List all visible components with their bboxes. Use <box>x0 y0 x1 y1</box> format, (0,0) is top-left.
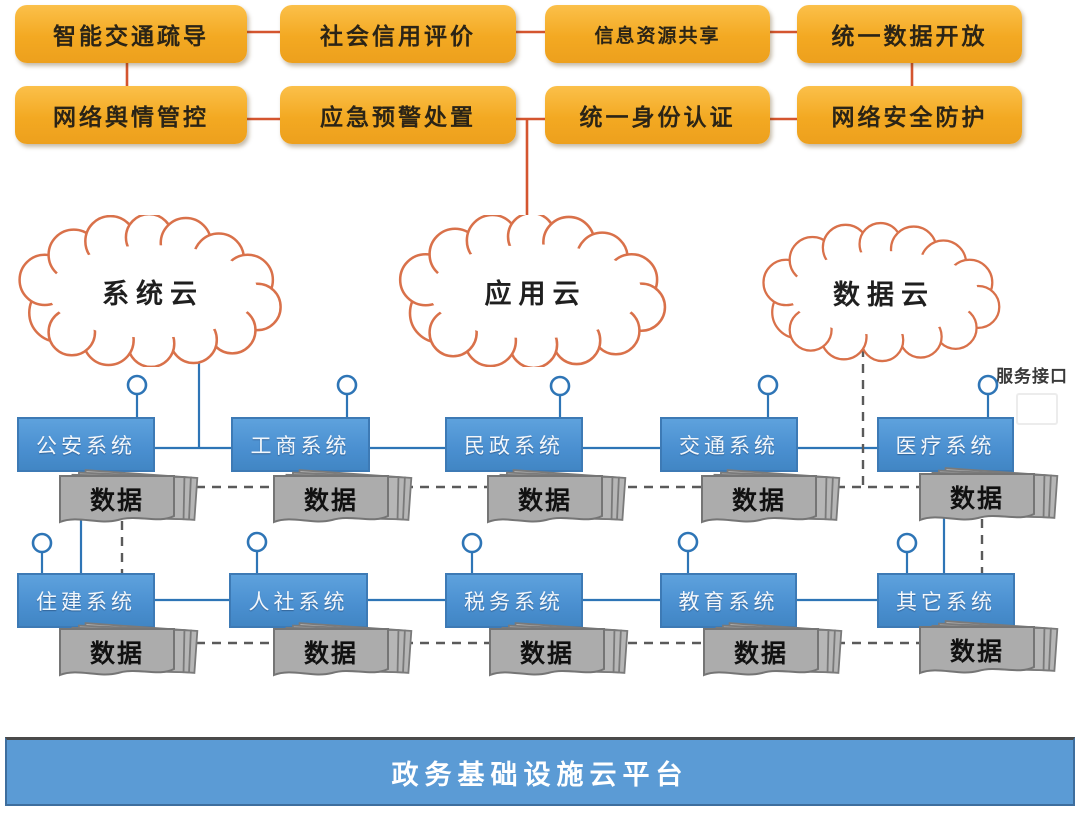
system-label: 住建系统 <box>36 589 136 614</box>
box-label: 统一身份认证 <box>579 105 736 130</box>
interface-lollipop <box>246 531 268 553</box>
box-label: 社会信用评价 <box>320 24 476 49</box>
box-network-opinion: 网络舆情管控 <box>15 86 247 144</box>
system-label: 医疗系统 <box>895 433 996 458</box>
system-label: 人社系统 <box>248 589 349 614</box>
interface-lollipop <box>461 532 483 554</box>
system-box-hr-social: 人社系统 <box>229 573 368 628</box>
data-stack-label: 数据 <box>304 640 358 668</box>
interface-lollipop <box>549 375 571 397</box>
data-stack-label: 数据 <box>520 640 574 668</box>
data-stack-label: 数据 <box>518 487 572 515</box>
data-stack-label: 数据 <box>90 487 144 515</box>
data-stack: 数据 <box>488 621 638 683</box>
system-label: 教育系统 <box>678 589 779 614</box>
box-intelligent-traffic: 智能交通疏导 <box>15 5 247 63</box>
cloud-shape <box>18 215 282 367</box>
data-stack: 数据 <box>702 621 852 683</box>
data-stack: 数据 <box>918 466 1068 528</box>
interface-lollipop <box>31 532 53 554</box>
data-stack: 数据 <box>486 468 636 530</box>
data-stack-label: 数据 <box>304 487 358 515</box>
box-label: 统一数据开放 <box>831 24 988 49</box>
system-label: 税务系统 <box>464 589 564 614</box>
data-stack-label: 数据 <box>732 487 786 515</box>
cloud-shape <box>398 215 667 367</box>
box-identity-auth: 统一身份认证 <box>545 86 770 144</box>
cloud-label-data: 数据云 <box>833 280 935 310</box>
box-emergency-warning: 应急预警处置 <box>280 86 516 144</box>
cloud-label-system: 系统云 <box>102 278 204 309</box>
box-label: 网络安全防护 <box>831 105 988 130</box>
system-box-civil: 民政系统 <box>445 417 583 472</box>
cloud-label-application: 应用云 <box>484 278 587 309</box>
system-label: 其它系统 <box>896 589 996 614</box>
interface-lollipop <box>896 532 918 554</box>
data-stack: 数据 <box>918 619 1068 681</box>
interface-lollipop <box>757 374 779 396</box>
system-box-medical: 医疗系统 <box>877 417 1014 472</box>
system-box-transport: 交通系统 <box>660 417 798 472</box>
box-data-open: 统一数据开放 <box>797 5 1022 63</box>
box-info-sharing: 信息资源共享 <box>545 5 770 63</box>
data-stack-label: 数据 <box>950 638 1004 666</box>
system-box-tax: 税务系统 <box>445 573 583 628</box>
platform-bar: 政务基础设施云平台 <box>5 737 1075 806</box>
system-box-commerce: 工商系统 <box>231 417 370 472</box>
data-stack: 数据 <box>272 468 422 530</box>
cloud-data: 数据云 <box>753 220 1015 365</box>
cloud-application: 应用云 <box>388 215 683 367</box>
interface-lollipop <box>677 531 699 553</box>
service-interface-label: 服务接口 <box>996 367 1068 386</box>
data-stack: 数据 <box>700 468 850 530</box>
data-stack-label: 数据 <box>90 640 144 668</box>
system-box-housing: 住建系统 <box>17 573 155 628</box>
box-social-credit: 社会信用评价 <box>280 5 516 63</box>
box-label: 应急预警处置 <box>320 105 476 130</box>
system-label: 工商系统 <box>250 433 351 458</box>
data-stack-label: 数据 <box>734 640 788 668</box>
system-label: 民政系统 <box>464 433 564 458</box>
data-stack-label: 数据 <box>950 485 1004 513</box>
interface-lollipop <box>977 374 999 396</box>
data-stack: 数据 <box>58 621 208 683</box>
platform-bar-label: 政务基础设施云平台 <box>391 759 689 790</box>
cloud-shape <box>762 221 1001 363</box>
interface-lollipop <box>126 374 148 396</box>
data-stack: 数据 <box>272 621 422 683</box>
system-label: 公安系统 <box>36 433 136 458</box>
box-network-security: 网络安全防护 <box>797 86 1022 144</box>
system-box-education: 教育系统 <box>660 573 797 628</box>
watermark <box>1016 393 1058 425</box>
box-label: 信息资源共享 <box>594 25 721 47</box>
box-label: 网络舆情管控 <box>53 105 209 130</box>
data-stack: 数据 <box>58 468 208 530</box>
system-box-police: 公安系统 <box>17 417 155 472</box>
interface-lollipop <box>336 374 358 396</box>
box-label: 智能交通疏导 <box>53 24 209 49</box>
cloud-system: 系统云 <box>8 215 298 367</box>
system-label: 交通系统 <box>679 433 779 458</box>
